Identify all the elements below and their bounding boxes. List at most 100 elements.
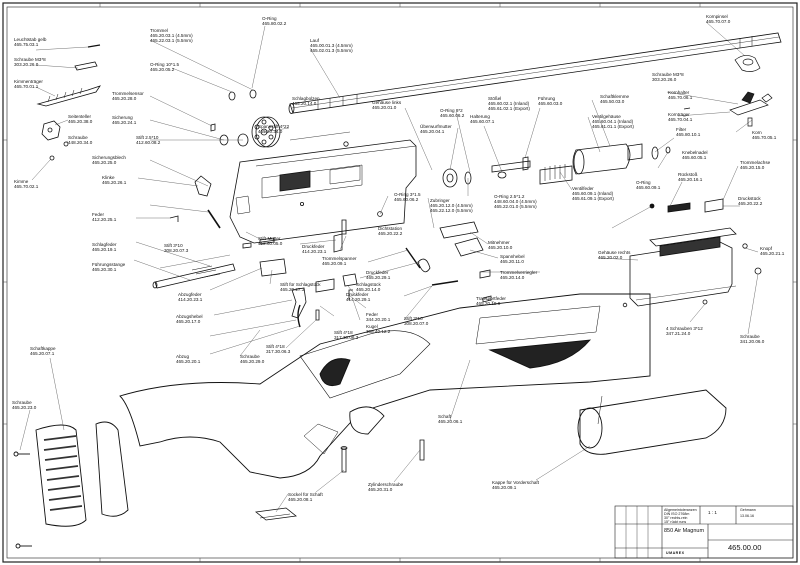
- label-schraube-2: Schraube 341.20.06.0: [740, 334, 765, 345]
- front-sight: [683, 55, 773, 127]
- label-schaft: Schaft 465.20.06.1: [438, 414, 463, 425]
- trigger-group-parts: [152, 175, 492, 328]
- label-trommelverriegler: Trommelverriegler 465.20.14.0: [500, 270, 538, 281]
- title-block-frame: [614, 505, 794, 559]
- label-fuehrungsstange: Führungsstange 465.20.30.1: [92, 262, 126, 273]
- label-trommelspanner: Trommelspanner 465.20.09.1: [322, 256, 357, 267]
- label-schraube-m3b: Schraube M3*8 303.20.26.0: [652, 72, 684, 83]
- label-zylinderschraube: Zylinderschraube 465.20.31.0: [368, 482, 404, 493]
- forestock-cap: [577, 389, 727, 455]
- label-korn: Korn 465.70.05.1: [752, 130, 777, 141]
- label-kugel: Kugel 308.40.12.2: [366, 324, 391, 335]
- label-stift-mutter: Stift-Mutter 412.60.05.0: [258, 236, 283, 247]
- label-seitenteller: Seitenteller 465.20.38.0: [68, 114, 93, 125]
- right-housing: [622, 198, 762, 308]
- label-abzugshebel: Abzugshebel 465.20.17.0: [176, 314, 203, 325]
- label-trommelsenor: Trommelsensor 465.20.28.0: [112, 91, 144, 102]
- label-filter: Filter 465.80.10.1: [676, 127, 701, 138]
- label-schraube-1: Schraube 448.20.34.0: [68, 135, 93, 146]
- label-sicherungsblech: Sicherungsblech 465.20.25.0: [92, 155, 126, 166]
- valve-assembly: [442, 143, 671, 188]
- label-knebelnadel: Knebelnadel 465.60.05.1: [682, 150, 708, 161]
- label-trommelachse: Trommelachse 465.20.15.0: [740, 160, 771, 171]
- label-gehaeuse-rechts: Gehäuse rechts 465.20.02.0: [598, 250, 631, 261]
- label-abzugfeder: Abzugfeder 414.20.23.1: [178, 292, 203, 303]
- label-druckfeder-1: Druckfeder 414.20.23.1: [302, 244, 327, 255]
- label-schraube-4: Schraube 465.20.23.0: [12, 400, 37, 411]
- label-druckfeder-3: Druckfeder 414.20.29.1: [346, 292, 371, 303]
- label-mitnehmer: Mitnehmer 465.20.10.0: [488, 240, 513, 251]
- label-abzug: Abzug 465.20.20.1: [176, 354, 201, 365]
- label-kimmentraeger: Kimmenträger 465.70.01.1: [14, 79, 43, 90]
- drawing-number: 465.00.00: [728, 543, 762, 552]
- label-schlagstueck: Schlagstück 465.20.14.0: [356, 282, 381, 293]
- label-gehaeuse-links: Gehäuse links 465.20.01.0: [372, 100, 402, 111]
- label-druckstueck: Druckstück 465.20.22.2: [738, 196, 763, 207]
- leader-lines: [19, 21, 759, 513]
- label-druckfeder-2: Druckfeder 465.20.29.1: [366, 270, 391, 281]
- drawing-date: 13.06.16: [740, 514, 754, 518]
- label-fuehrung: Führung 465.60.03.0: [538, 96, 563, 107]
- label-stift-4-18: Stift 4*18 317.30.06.3: [334, 330, 359, 341]
- frame-zone-ticks: [3, 3, 797, 562]
- label-dichtstation: Dichtstation 465.20.22.2: [378, 226, 403, 237]
- label-schlagbolzen: Schlagbolzen 465.20.14.0: [292, 96, 320, 107]
- label-spannstift: Spannstift 4*22 465.20.34.0: [258, 124, 290, 135]
- company-logo-text: UMAREX: [666, 551, 685, 555]
- label-o-ring-10: O-Ring 10*1.5 465.20.05.2: [150, 62, 180, 73]
- label-feder-1: Feder 412.20.25.1: [92, 212, 117, 223]
- label-ventilgehaeuse: Ventilgehäuse 465.60.04.1 (Inland) 465.6…: [592, 114, 634, 130]
- label-knopf: Knopf 465.20.21.1: [760, 246, 785, 257]
- label-stift-schlag: Stift für Schlagstück 465.20.27.3: [280, 282, 321, 293]
- label-kappe: Kappe für Vorderschaft 465.20.09.1: [492, 480, 539, 491]
- label-leuchtstab: Leuchtstab gelb 465.75.03.1: [14, 37, 47, 48]
- label-o-ring-ventil: O-Ring 465.60.09.1: [636, 180, 661, 191]
- label-kinke: Klinke 465.20.26.1: [102, 175, 127, 186]
- label-schaftkappe: Schaftkappe 465.20.07.1: [30, 346, 56, 357]
- label-stift-4-18b: Stift 4*18 317.30.06.3: [266, 344, 291, 355]
- label-ueberwurfmutter: Überwurfmutter 465.20.04.1: [420, 124, 452, 135]
- label-kimme: Kimme 465.70.02.1: [14, 179, 39, 190]
- rear-sight: [36, 44, 101, 161]
- label-sicherung: Sicherung 465.20.24.1: [112, 115, 137, 126]
- receiver-housing: [229, 131, 417, 244]
- butt-plate: [13, 421, 129, 549]
- label-o-ring-8: O-Ring 8*2 465.60.06.2: [440, 108, 465, 119]
- label-trommel: Trommel 465.20.03.1 (4.5mm) 465.22.03.1 …: [150, 28, 193, 44]
- bottom-parts: [255, 439, 425, 521]
- label-transportfeder: Transportfeder 465.20.19.0: [476, 296, 506, 307]
- label-o-ring-3: O-Ring 3*1.5 465.60.06.2: [394, 192, 421, 203]
- label-lauf: Lauf 465.00.01.3 (4.5mm) 465.02.01.3 (5.…: [310, 38, 353, 54]
- label-o-ring-top: O-Ring 465.80.02.2: [262, 16, 287, 27]
- label-kornhalter: Kornhalter 465.70.06.1: [668, 90, 693, 101]
- label-korntraeger: Kornträger 465.70.04.1: [668, 112, 693, 123]
- label-zubringer: Zubringer 465.20.12.0 (4.5mm) 465.22.12.…: [430, 198, 473, 214]
- sheet-title: 850 Air Magnum: [664, 528, 705, 534]
- label-feder-2: Feder 344.20.20.1: [366, 312, 391, 323]
- designer-name: Gehmann: [740, 508, 756, 512]
- drum-magazine: [210, 89, 281, 148]
- label-schaftklemme: Schaftklemme 465.50.03.0: [600, 94, 630, 105]
- label-stift-3-10b: Stift 3*10 308.20.07.0: [404, 316, 429, 327]
- label-schraube-m3: Schraube M3*8 303.20.26.0: [14, 57, 46, 68]
- thread-note: 30° rechts-rein 15° rückt runs: [664, 516, 688, 524]
- label-o-ring-2: O-Ring 2.5*1.2 448.60.04.0 (4.5mm) 465.2…: [494, 194, 537, 210]
- label-spannhebel: Spannhebel 465.20.11.0: [500, 254, 525, 265]
- scale-value: 1 : 1: [708, 510, 717, 515]
- stock: [119, 293, 651, 479]
- label-vier-schrauben: 4 Schrauben 3*12 347.21.24.0: [666, 326, 703, 337]
- label-ruckstift: Rückstoß 465.20.16.1: [678, 172, 703, 183]
- label-halterung: Halterung 465.60.07.1: [470, 114, 495, 125]
- label-ventilfeder: Ventilfeder 465.60.09.1 (Inland) 465.61.…: [572, 186, 614, 202]
- tolerances-note: Allgemeintoleranzen DIN ISO 2768m: [664, 508, 697, 516]
- label-stift-3: Stift 3*10 308.20.07.3: [164, 243, 189, 254]
- label-stift: Stift 2.5*10 412.60.08.2: [136, 135, 161, 146]
- barrel: [288, 32, 782, 114]
- label-schraube-3: Schraube 465.20.29.0: [240, 354, 265, 365]
- label-kornpinsel: Kornpinsel 465.70.07.0: [706, 14, 731, 25]
- label-stoessel: Stößel 465.60.02.1 (Inland) 465.61.02.1 …: [488, 96, 530, 112]
- label-schlagfeder: Schlagfeder 465.20.19.1: [92, 242, 117, 253]
- label-sockel: Sockel für Schaft 465.20.08.1: [288, 492, 323, 503]
